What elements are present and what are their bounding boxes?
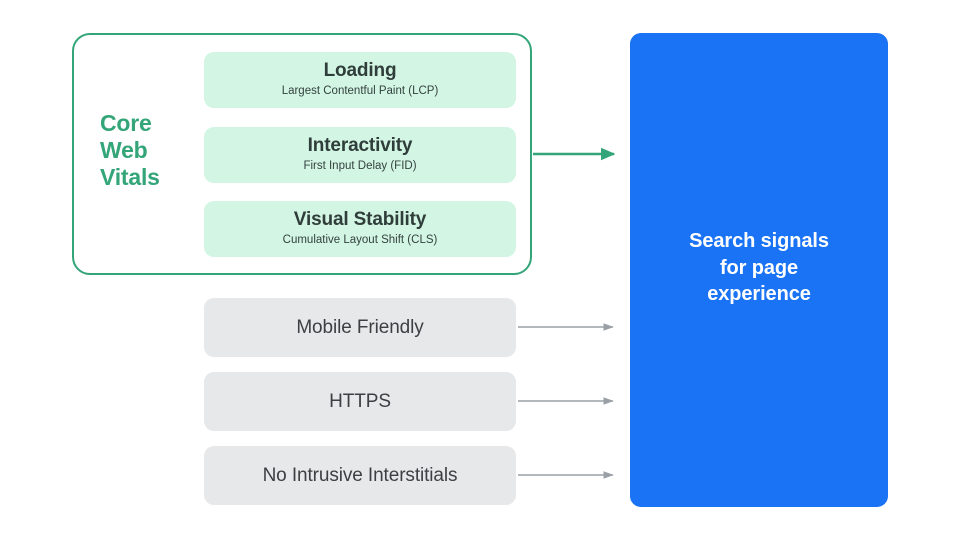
destination-label-line-3: experience xyxy=(707,283,811,306)
destination-label: Search signals for page experience xyxy=(689,228,829,311)
metric-subtitle: Largest Contentful Paint (LCP) xyxy=(281,84,439,97)
metric-card-interactivity[interactable]: Interactivity First Input Delay (FID) xyxy=(204,127,516,183)
destination-label-line-1: Search signals xyxy=(689,230,829,253)
metric-card-loading[interactable]: Loading Largest Contentful Paint (LCP) xyxy=(204,52,516,108)
signal-label: Mobile Friendly xyxy=(296,316,424,338)
search-signals-destination-box: Search signals for page experience xyxy=(630,33,888,507)
core-web-vitals-group xyxy=(72,33,532,275)
metric-subtitle: Cumulative Layout Shift (CLS) xyxy=(282,233,438,246)
core-web-vitals-label-line-1: Core xyxy=(100,110,152,136)
metric-title: Visual Stability xyxy=(293,209,427,231)
signal-card-no-intrusive-interstitials[interactable]: No Intrusive Interstitials xyxy=(204,446,516,505)
metric-title: Interactivity xyxy=(307,135,413,157)
destination-label-line-2: for page xyxy=(719,256,799,279)
metric-title: Loading xyxy=(323,60,397,82)
signal-card-mobile-friendly[interactable]: Mobile Friendly xyxy=(204,298,516,357)
signal-label: No Intrusive Interstitials xyxy=(262,464,458,486)
metric-card-visual-stability[interactable]: Visual Stability Cumulative Layout Shift… xyxy=(204,201,516,257)
metric-subtitle: First Input Delay (FID) xyxy=(303,159,417,172)
core-web-vitals-label-line-2: Web xyxy=(100,137,148,164)
signal-label: HTTPS xyxy=(329,390,391,412)
core-web-vitals-label-line-3: Vitals xyxy=(100,164,160,191)
signal-card-https[interactable]: HTTPS xyxy=(204,372,516,431)
